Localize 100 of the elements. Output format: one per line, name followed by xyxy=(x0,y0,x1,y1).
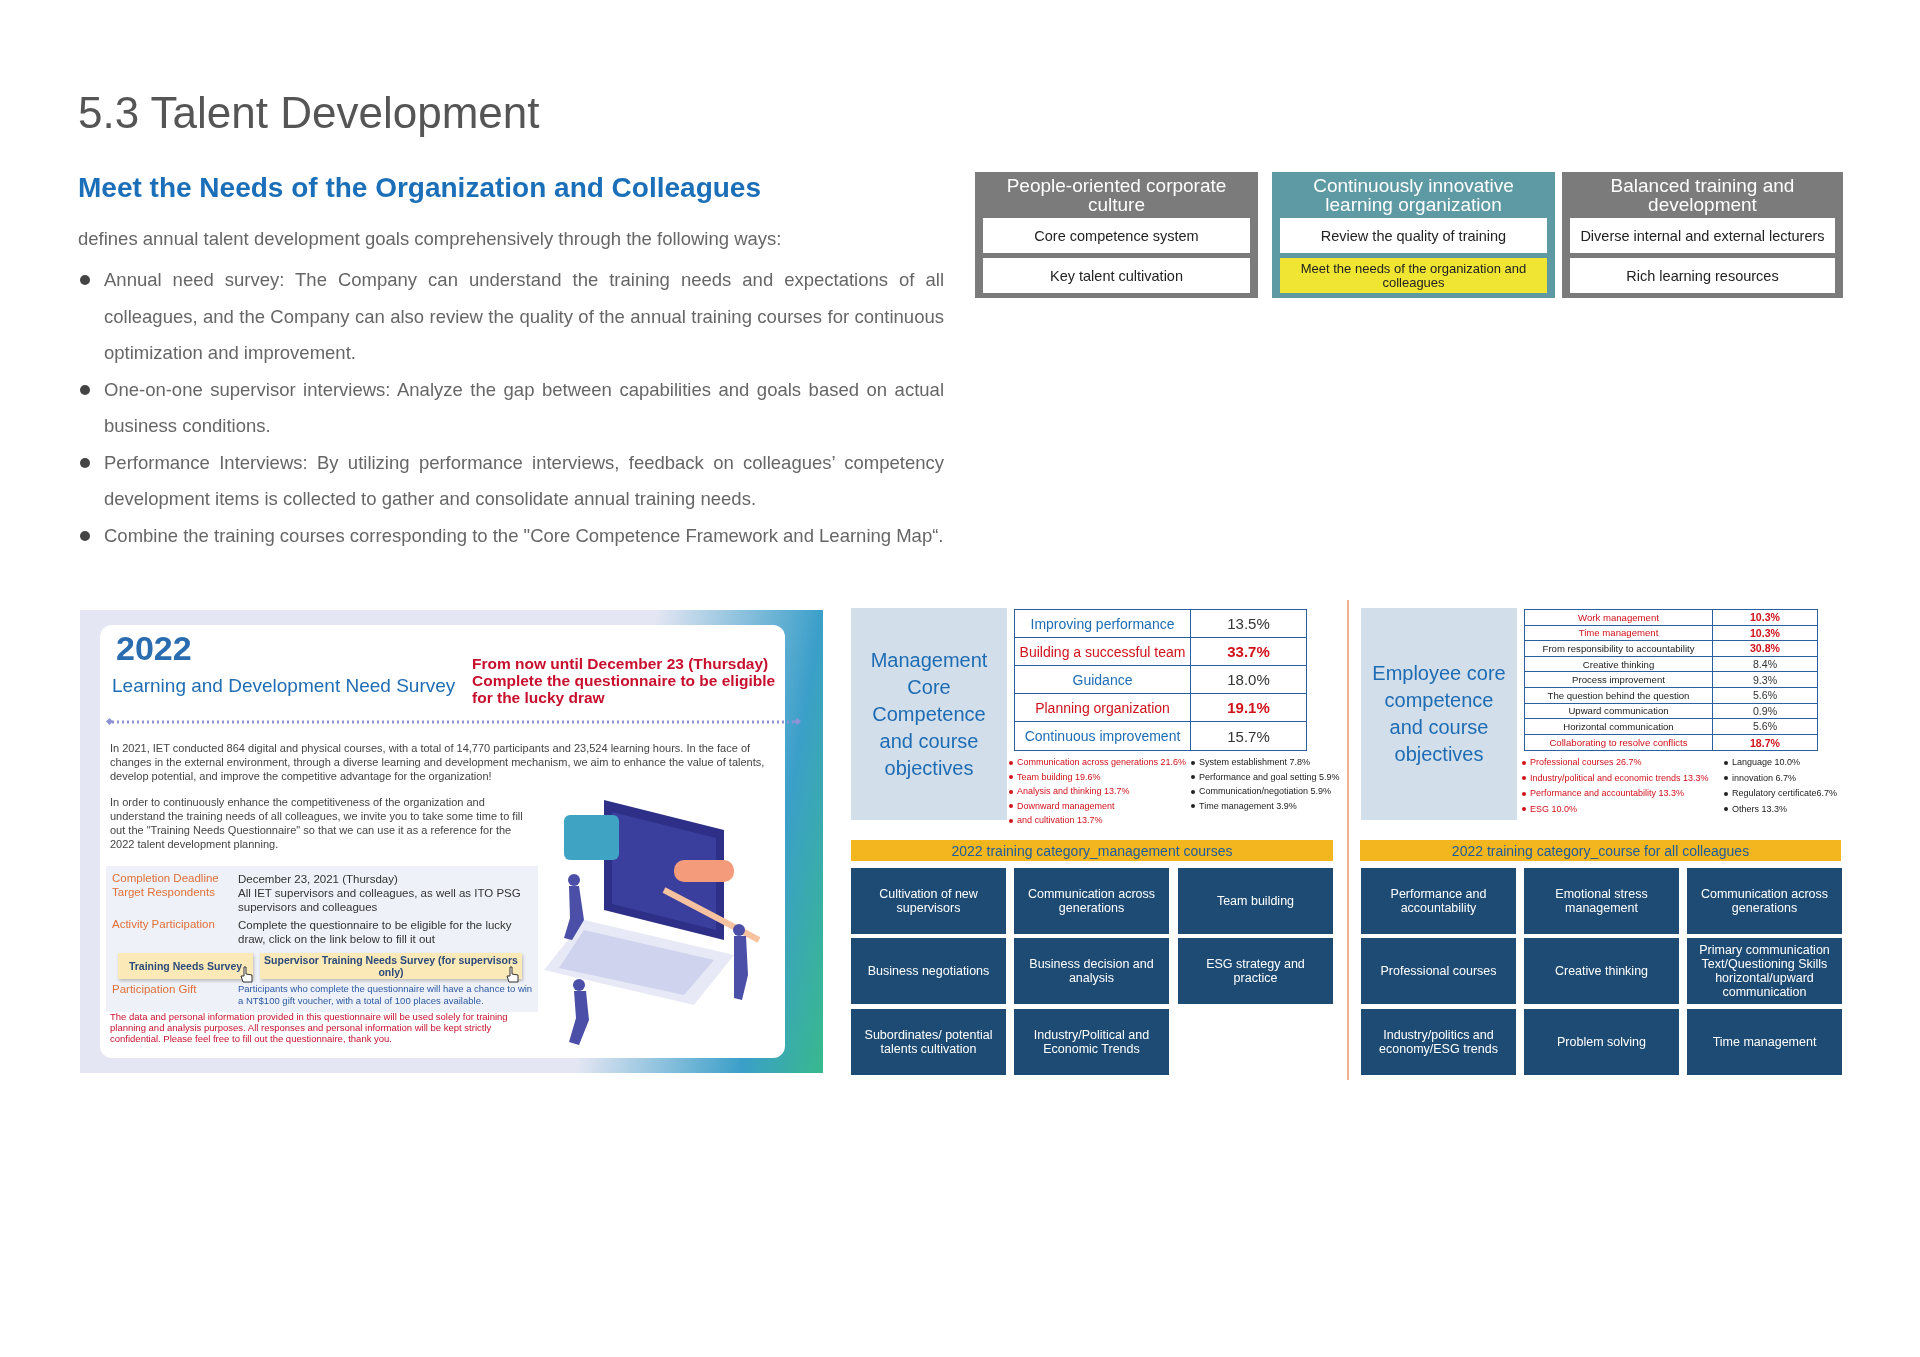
table-cell: Horizontal communication xyxy=(1525,719,1713,735)
competence-heading-panel: Employee core competence and course objectives xyxy=(1361,608,1517,820)
table-cell: 8.4% xyxy=(1713,656,1817,673)
pillar-panel xyxy=(1562,172,1843,298)
bullet-text: Performance Interviews: By utilizing performance interviews, feedback on colleagues’ competency development items is collected to gather and consolidate annual training needs. xyxy=(104,451,944,509)
lucky-draw-notice: From now until December 23 (Thursday) Complete the questionnaire to be eligible for the lucky draw xyxy=(472,655,777,706)
table-cell-text: 18.7% xyxy=(1748,735,1781,751)
pillar-panel xyxy=(975,172,1258,298)
course-tile: Professional courses xyxy=(1361,938,1516,1004)
table-cell: 19.1% xyxy=(1191,694,1306,722)
course-tile: Subordinates/ potential talents cultivation xyxy=(851,1009,1006,1075)
table-cell: Improving performance xyxy=(1015,610,1191,638)
bullet-item: Language 10.0% xyxy=(1724,757,1842,767)
table-cell: The question behind the question xyxy=(1525,688,1713,704)
course-tile: Team building xyxy=(1178,868,1333,934)
table-cell: 33.7% xyxy=(1191,638,1306,666)
course-tile: Primary communication Text/Questioning Skills horizontal/upward communication xyxy=(1687,938,1842,1004)
table-cell: Upward communication xyxy=(1525,703,1713,720)
table-cell: 10.3% xyxy=(1713,610,1817,626)
field-label: Target Respondents xyxy=(112,886,216,898)
survey-details-panel xyxy=(106,866,538,1012)
field-value: December 23, 2021 (Thursday) xyxy=(238,872,399,886)
course-tile: Communication across generations xyxy=(1014,868,1169,934)
table-cell: 5.6% xyxy=(1713,719,1817,735)
pillar-heading: People-oriented corporate culture xyxy=(1005,174,1228,216)
pillar-item-box: Diverse internal and external lecturers xyxy=(1570,218,1835,253)
table-cell: 9.3% xyxy=(1713,672,1817,688)
course-tile: Performance and accountability xyxy=(1361,868,1516,934)
bullet-item: Industry/political and economic trends 13.3% xyxy=(1522,772,1722,783)
competence-heading-panel: Management Core Competence and course objectives xyxy=(851,608,1007,820)
bullet-item: Communication across generations 21.6% xyxy=(1009,757,1189,767)
bullet-item: ESG 10.0% xyxy=(1522,803,1722,814)
field-value: Participants who complete the questionnaire will have a chance to win a NT$100 gift voucher, with a total of 100 places available. xyxy=(238,983,534,1007)
highlighted-item-box: Meet the needs of the organization and colleagues xyxy=(1280,258,1547,293)
table-cell: Collaborating to resolve conflicts xyxy=(1525,734,1713,751)
field-value: Complete the questionnaire to be eligible for the lucky draw, click on the link below to fill it out xyxy=(238,918,513,946)
table-cell: From responsibility to accountability xyxy=(1525,641,1713,657)
table-cell: Building a successful team xyxy=(1015,638,1191,666)
category-band: 2022 training category_course for all colleagues xyxy=(1360,840,1841,861)
invitation-paragraph: In order to continuously enhance the competitiveness of the organization and understand the training needs of all colleagues, we invite you to take some time to fill out the "Training Needs Questionnaire" so that we can use it as a reference for the 2022 talent development planning. xyxy=(110,795,524,851)
table-cell: Time management xyxy=(1525,625,1713,642)
table-cell: 18.0% xyxy=(1191,666,1306,694)
course-tile: Industry/politics and economy/ESG trends xyxy=(1361,1009,1516,1075)
pillar-panel xyxy=(1272,172,1555,298)
section-subheading: Meet the Needs of the Organization and Colleagues xyxy=(78,172,762,204)
field-label: Completion Deadline xyxy=(112,872,220,884)
pillar-item-box: Key talent cultivation xyxy=(983,258,1250,293)
table-cell: Work management xyxy=(1525,610,1713,626)
course-tile: Time management xyxy=(1687,1009,1842,1075)
bullet-text: Combine the training courses corresponding to the "Core Competence Framework and Learning Map“. xyxy=(104,524,944,546)
intro-paragraph: In 2021, IET conducted 864 digital and physical courses, with a total of 14,770 participants and 23,524 learning hours. In the face of changes in the external environment, through a diverse learning and development mechanism, we aim to enhance the value of talents, develop potential, and improve the competitive advantage for the organization! xyxy=(110,741,766,783)
pillar-heading: Continuously innovative learning organization xyxy=(1312,174,1515,216)
table-cell: Planning organization xyxy=(1015,694,1191,722)
course-tile: Cultivation of new supervisors xyxy=(851,868,1006,934)
survey-link-button: Training Needs Survey xyxy=(118,953,253,979)
page-title: 5.3 Talent Development xyxy=(78,88,541,138)
course-tile: Problem solving xyxy=(1524,1009,1679,1075)
intro-sentence: defines annual talent development goals comprehensively through the following ways: xyxy=(78,228,783,250)
field-label: Activity Participation xyxy=(112,918,216,930)
bullet-text: One-on-one supervisor interviews: Analyze the gap between capabilities and goals based on actual business conditions. xyxy=(104,378,944,436)
table-cell: Guidance xyxy=(1015,666,1191,694)
bullet-item: Downward management xyxy=(1009,800,1189,811)
bullet-item: Performance and goal setting 5.9% xyxy=(1191,771,1341,782)
course-tile: Communication across generations xyxy=(1687,868,1842,934)
table-cell: 30.8% xyxy=(1713,641,1817,657)
pillar-item-box: Review the quality of training xyxy=(1280,218,1547,253)
survey-link-button: Supervisor Training Needs Survey (for supervisors only) xyxy=(260,953,522,979)
course-tile: Creative thinking xyxy=(1524,938,1679,1004)
course-tile: Business decision and analysis xyxy=(1014,938,1169,1004)
bullet-item: Others 13.3% xyxy=(1724,803,1842,814)
table-cell: 5.6% xyxy=(1713,688,1817,704)
bullet-item: and cultivation 13.7% xyxy=(1009,815,1189,825)
bullet-item: Communication/negotiation 5.9% xyxy=(1191,786,1341,796)
course-tile: Industry/Political and Economic Trends xyxy=(1014,1009,1169,1075)
bullet-item: Regulatory certificate6.7% xyxy=(1724,788,1842,798)
pillar-item-box: Rich learning resources xyxy=(1570,258,1835,293)
table-cell-text: 15.7% xyxy=(1226,726,1271,747)
table-cell: 0.9% xyxy=(1713,703,1817,720)
year-heading: 2022 xyxy=(116,629,193,668)
bullet-item: Analysis and thinking 13.7% xyxy=(1009,786,1189,796)
bullet-item: Performance and accountability 13.3% xyxy=(1522,788,1722,798)
table-cell: 13.5% xyxy=(1191,610,1306,638)
table-cell: Continuous improvement xyxy=(1015,722,1191,750)
pillar-heading: Balanced training and development xyxy=(1609,174,1796,216)
bullet-item: Time management 3.9% xyxy=(1191,800,1341,811)
category-band: 2022 training category_management courses xyxy=(851,840,1333,861)
privacy-notice: The data and personal information provided in this questionnaire will be used solely for training planning and analysis purposes. All responses and personal information will be kept strictly confidential. Please feel free to fill out the questionnaire, thank you. xyxy=(110,1011,509,1044)
bullet-item: innovation 6.7% xyxy=(1724,772,1842,783)
course-tile: ESG strategy and practice xyxy=(1178,938,1333,1004)
course-tile: Business negotiations xyxy=(851,938,1006,1004)
pillar-item-box: Core competence system xyxy=(983,218,1250,253)
table-cell: Process improvement xyxy=(1525,672,1713,688)
field-label: Participation Gift xyxy=(112,983,198,995)
table-cell: Creative thinking xyxy=(1525,656,1713,673)
bullet-item: Team building 19.6% xyxy=(1009,771,1189,782)
field-value: All IET supervisors and colleagues, as well as ITO PSG supervisors and colleagues xyxy=(238,886,522,914)
table-cell: 10.3% xyxy=(1713,625,1817,642)
bullet-item: System establishment 7.8% xyxy=(1191,757,1341,767)
course-tile: Emotional stress management xyxy=(1524,868,1679,934)
bullet-item: Professional courses 26.7% xyxy=(1522,757,1722,767)
